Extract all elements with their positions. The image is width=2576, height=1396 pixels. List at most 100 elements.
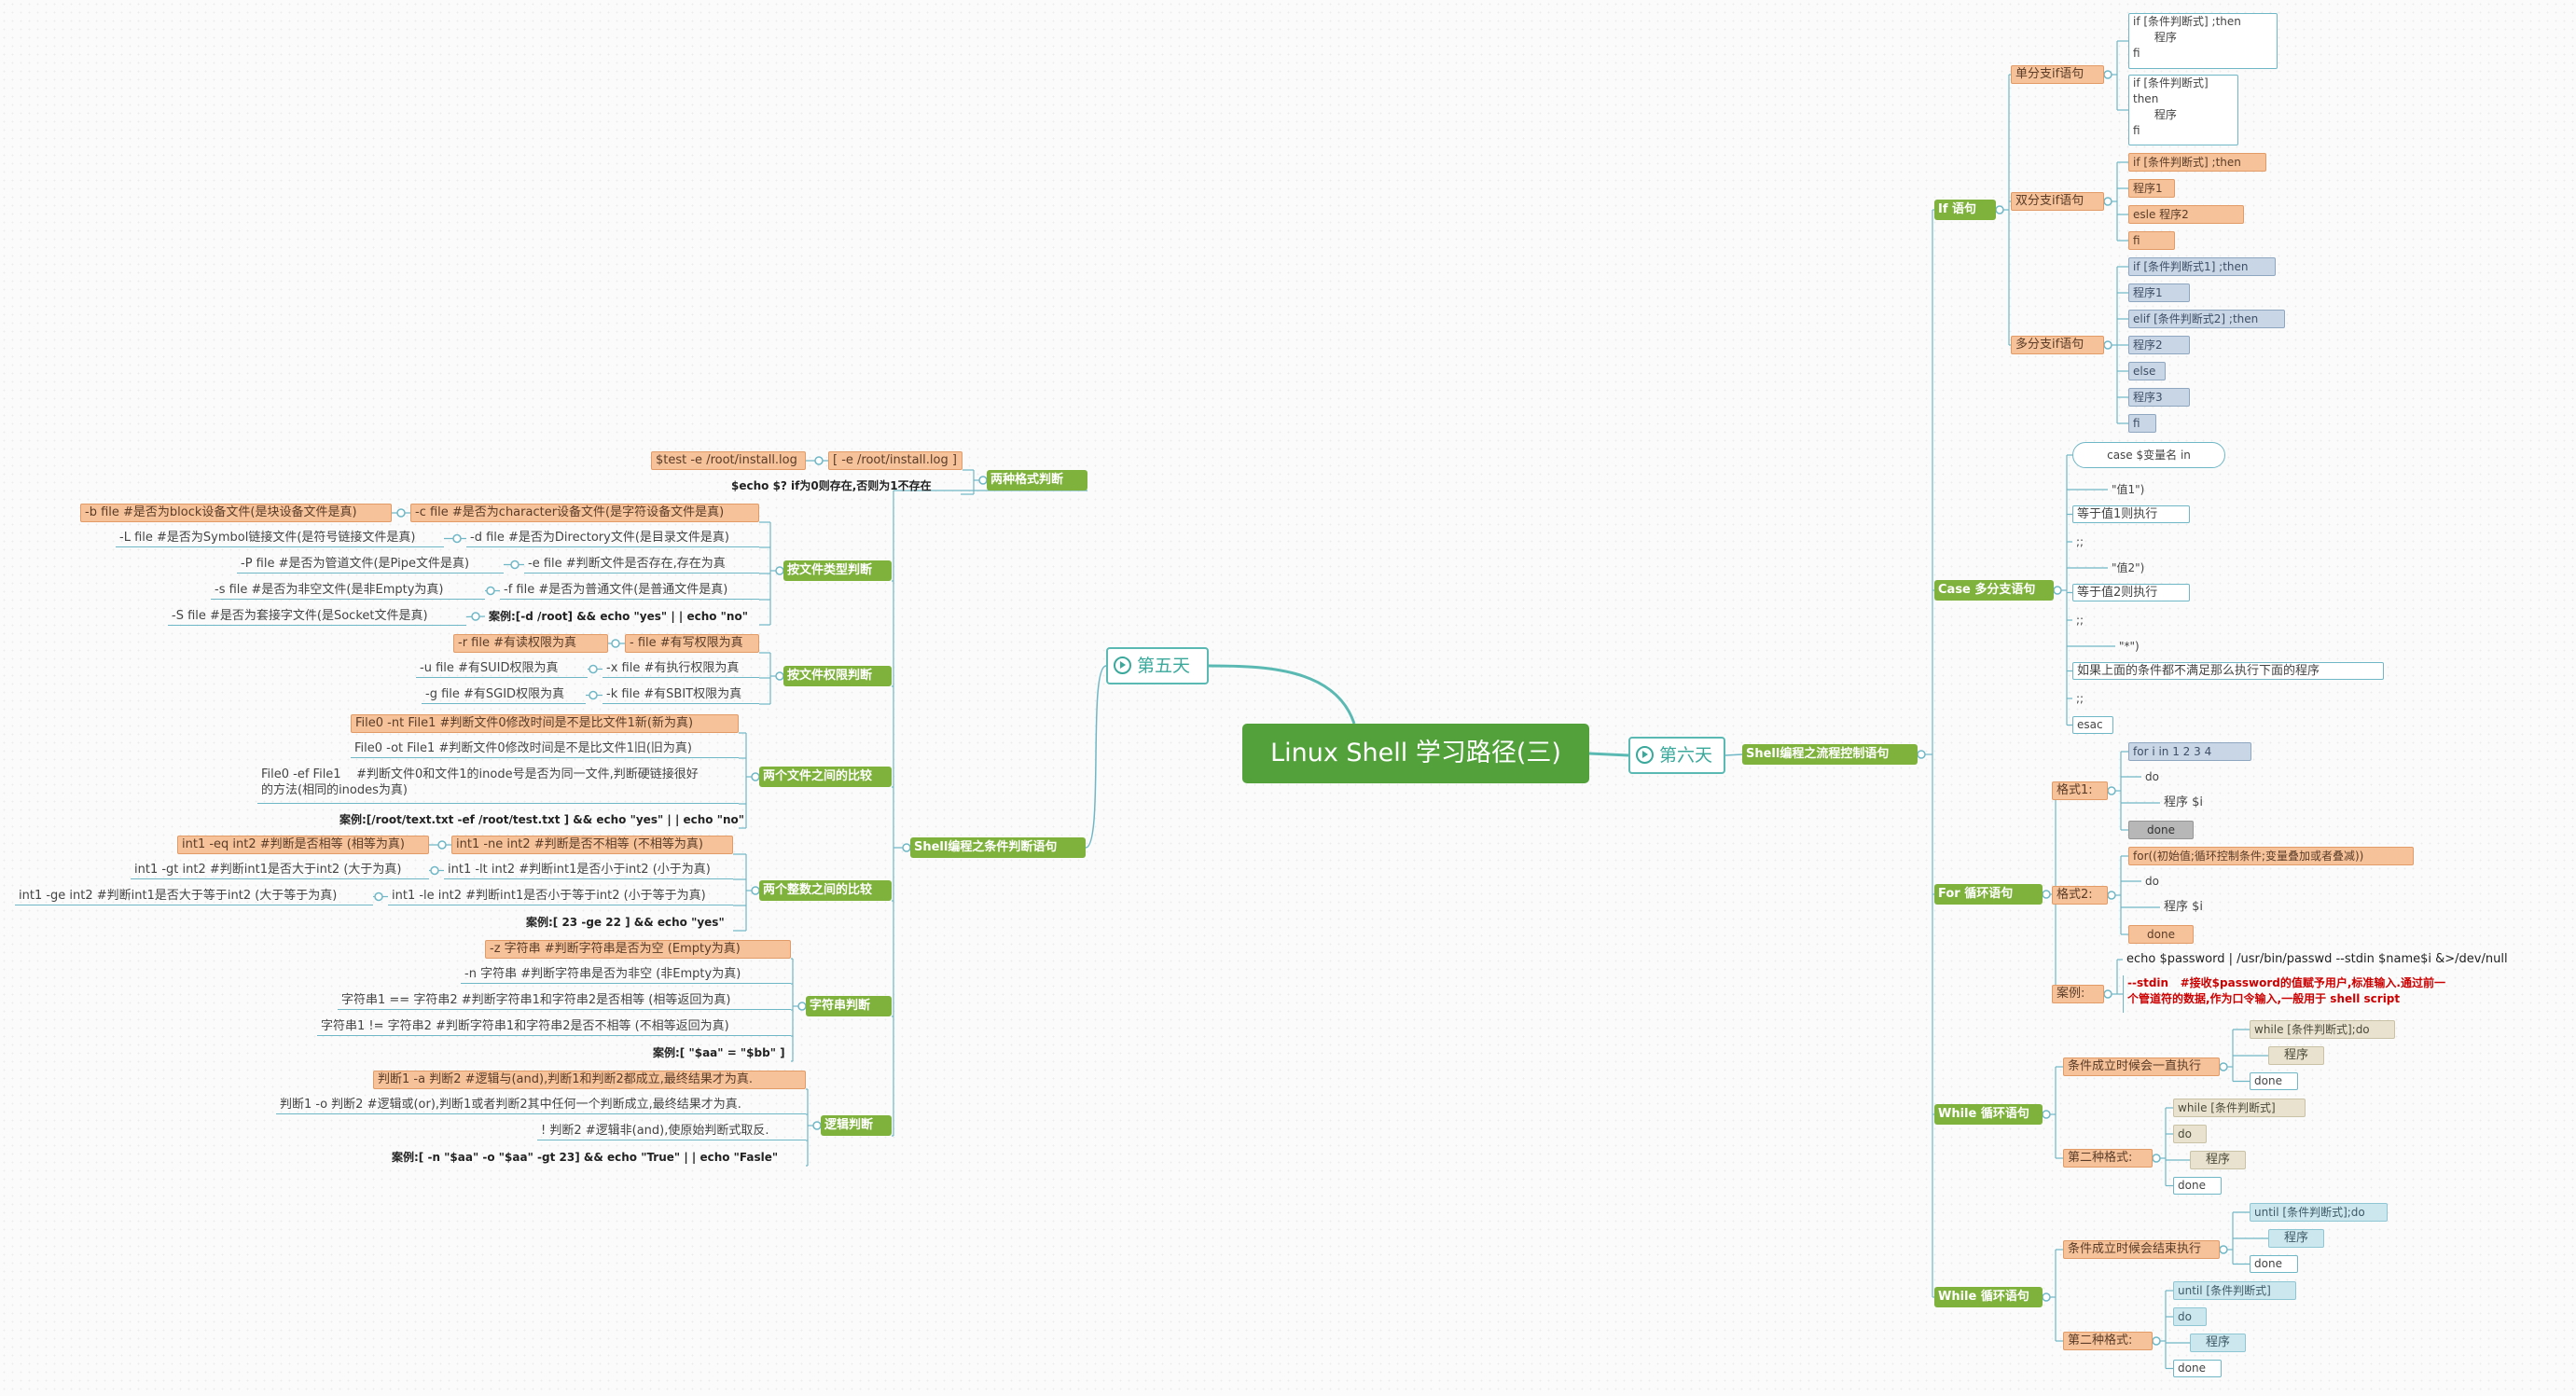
node-case-v1[interactable]: "值1") <box>2112 483 2145 496</box>
collapse-dot[interactable] <box>2042 1292 2051 1302</box>
node-n[interactable]: -n 字符串 #判断字符串是否为非空 (非Empty为真) <box>461 966 791 984</box>
node-str-ne[interactable]: 字符串1 != 字符串2 #判断字符串1和字符串2是否不相等 (不相等返回为真) <box>317 1018 791 1036</box>
collapse-dot[interactable] <box>2107 891 2116 900</box>
node-for-example[interactable]: 案例: <box>2052 985 2104 1003</box>
node-multi-if-2[interactable]: 程序1 <box>2128 283 2190 302</box>
node-c-file[interactable]: -c file #是否为character设备文件(是字符设备文件是真) <box>410 504 759 522</box>
node-case-sep1[interactable]: ;; <box>2076 535 2084 548</box>
node-w-file[interactable]: - file #有写权限为真 <box>625 634 759 653</box>
collapse-dot[interactable] <box>471 612 480 621</box>
node-while-done1[interactable]: done <box>2250 1072 2298 1090</box>
node-ge[interactable]: int1 -ge int2 #判断int1是否大于等于int2 (大于等于为真) <box>15 888 373 905</box>
collapse-dot[interactable] <box>2103 197 2112 206</box>
collapse-dot[interactable] <box>374 892 383 902</box>
node-for-body2[interactable]: 程序 $i <box>2164 900 2204 914</box>
node-f-file[interactable]: -f file #是否为普通文件(是普通文件是真) <box>500 582 759 600</box>
node-two-ints-case[interactable]: 案例:[ 23 -ge 22 ] && echo "yes" <box>526 916 725 929</box>
node-g-file[interactable]: -g file #有SGID权限为真 <box>422 686 586 704</box>
collapse-dot[interactable] <box>814 456 824 465</box>
node-le[interactable]: int1 -le int2 #判断int1是否小于等于int2 (小于等于为真) <box>388 888 733 905</box>
branch-while[interactable]: While 循环语句 <box>1934 1104 2043 1125</box>
node-for-example-cmd[interactable]: echo $password | /usr/bin/passwd --stdin… <box>2126 952 2508 966</box>
node-case-default[interactable]: "*") <box>2119 640 2140 653</box>
node-for-done1[interactable]: done <box>2128 821 2194 839</box>
node-for-format1[interactable]: 格式1: <box>2052 781 2108 800</box>
collapse-dot[interactable] <box>510 560 519 570</box>
node-single-if-form2[interactable]: if [条件判断式] then 程序 fi <box>2128 75 2238 145</box>
collapse-dot[interactable] <box>2103 989 2112 999</box>
collapse-dot[interactable] <box>430 865 439 876</box>
node-echo-status[interactable]: $echo $? if为0则存在,否则为1不存在 <box>731 479 932 492</box>
node-b-file[interactable]: -b file #是否为block设备文件(是块设备文件是真) <box>80 504 392 522</box>
node-while-do2[interactable]: do <box>2173 1125 2207 1143</box>
node-until-head1[interactable]: until [条件判断式];do <box>2250 1203 2388 1222</box>
node-for-c-style[interactable]: for((初始值;循环控制条件;变量叠加或者叠减)) <box>2128 847 2414 865</box>
node-case-head[interactable]: case $变量名 in <box>2072 442 2225 468</box>
node-bracket-e[interactable]: [ -e /root/install.log ] <box>828 451 963 470</box>
node-until-body2[interactable]: 程序 <box>2190 1334 2246 1352</box>
collapse-dot[interactable] <box>2053 586 2062 595</box>
node-case-esac[interactable]: esac <box>2072 716 2113 734</box>
node-case-v2[interactable]: "值2") <box>2112 561 2145 574</box>
node-case-exec-default[interactable]: 如果上面的条件都不满足那么执行下面的程序 <box>2072 662 2384 680</box>
node-logic-not[interactable]: ! 判断2 #逻辑非(and),使原始判断式取反. <box>537 1123 806 1140</box>
node-multi-if-4[interactable]: 程序2 <box>2128 336 2190 354</box>
collapse-dot[interactable] <box>2107 786 2116 795</box>
branch-strings[interactable]: 字符串判断 <box>806 996 892 1016</box>
node-e-file[interactable]: -e file #判断文件是否存在,存在为真 <box>524 556 759 574</box>
collapse-dot[interactable] <box>486 586 495 596</box>
node-test-e[interactable]: $test -e /root/install.log <box>651 451 806 470</box>
node-u-file[interactable]: -u file #有SUID权限为真 <box>416 660 588 678</box>
node-double-if-2[interactable]: 程序1 <box>2128 179 2175 198</box>
node-x-file[interactable]: -x file #有执行权限为真 <box>602 660 759 678</box>
node-for-in[interactable]: for i in 1 2 3 4 <box>2128 742 2251 761</box>
node-s-file[interactable]: -s file #是否为非空文件(是非Empty为真) <box>211 582 485 600</box>
node-until-done2[interactable]: done <box>2173 1360 2222 1377</box>
node-d-file[interactable]: -d file #是否为Directory文件(是目录文件是真) <box>466 530 759 547</box>
node-while-body2[interactable]: 程序 <box>2190 1151 2246 1169</box>
node-until-body1[interactable]: 程序 <box>2268 1229 2324 1248</box>
node-L-file[interactable]: -L file #是否为Symbol链接文件(是符号链接文件是真) <box>116 530 444 547</box>
collapse-dot[interactable] <box>2042 1110 2051 1119</box>
node-str-eq[interactable]: 字符串1 == 字符串2 #判断字符串1和字符串2是否相等 (相等返回为真) <box>338 992 791 1010</box>
node-multi-if[interactable]: 多分支if语句 <box>2011 336 2104 354</box>
node-until-form2[interactable]: 第二种格式: <box>2063 1332 2153 1350</box>
node-P-file[interactable]: -P file #是否为管道文件(是Pipe文件是真) <box>237 556 504 574</box>
node-case-sep2[interactable]: ;; <box>2076 614 2084 627</box>
node-single-if[interactable]: 单分支if语句 <box>2011 65 2104 84</box>
node-ot[interactable]: File0 -ot File1 #判断文件0修改时间是不是比文件1旧(旧为真) <box>351 740 739 758</box>
root-topic[interactable]: Linux Shell 学习路径(三) <box>1242 724 1589 783</box>
collapse-dot[interactable] <box>2219 1062 2228 1071</box>
node-file-type-case[interactable]: 案例:[-d /root] && echo "yes" | | echo "no… <box>489 610 748 623</box>
collapse-dot[interactable] <box>2103 340 2112 350</box>
node-nt[interactable]: File0 -nt File1 #判断文件0修改时间是不是比文件1新(新为真) <box>351 714 739 733</box>
node-r-file[interactable]: -r file #有读权限为真 <box>453 634 608 653</box>
node-for-do1[interactable]: do <box>2145 770 2159 783</box>
branch-flow-control[interactable]: Shell编程之流程控制语句 <box>1742 744 1918 765</box>
node-while-form1[interactable]: 条件成立时候会一直执行 <box>2063 1057 2220 1076</box>
collapse-dot[interactable] <box>396 508 406 518</box>
collapse-dot[interactable] <box>2152 1154 2161 1163</box>
node-for-do2[interactable]: do <box>2145 875 2159 888</box>
branch-if[interactable]: If 语句 <box>1934 200 1996 220</box>
node-for-done2[interactable]: done <box>2128 925 2194 944</box>
node-double-if-3[interactable]: esle 程序2 <box>2128 205 2244 224</box>
node-while-body1[interactable]: 程序 <box>2268 1046 2324 1065</box>
node-multi-if-7[interactable]: fi <box>2128 414 2156 433</box>
node-double-if[interactable]: 双分支if语句 <box>2011 192 2104 211</box>
topic-day-five[interactable]: 第五天 <box>1106 647 1209 684</box>
node-z[interactable]: -z 字符串 #判断字符串是否为空 (Empty为真) <box>485 940 791 959</box>
node-while-head1[interactable]: while [条件判断式];do <box>2250 1020 2395 1039</box>
collapse-dot[interactable] <box>2152 1336 2161 1346</box>
collapse-dot[interactable] <box>2042 890 2051 899</box>
node-lt[interactable]: int1 -lt int2 #判断int1是否小于int2 (小于为真) <box>444 862 733 879</box>
branch-until[interactable]: While 循环语句 <box>1934 1287 2043 1307</box>
node-multi-if-3[interactable]: elif [条件判断式2] ;then <box>2128 310 2285 328</box>
node-eq[interactable]: int1 -eq int2 #判断是否相等 (相等为真) <box>177 836 429 854</box>
node-gt[interactable]: int1 -gt int2 #判断int1是否大于int2 (大于为真) <box>131 862 429 879</box>
node-ne[interactable]: int1 -ne int2 #判断是否不相等 (不相等为真) <box>451 836 733 854</box>
node-while-done2[interactable]: done <box>2173 1177 2222 1195</box>
node-k-file[interactable]: -k file #有SBIT权限为真 <box>602 686 759 704</box>
node-while-head2[interactable]: while [条件判断式] <box>2173 1099 2306 1117</box>
node-for-example-note[interactable]: --stdin #接收$password的值赋予用户,标准输入.通过前一 个管道… <box>2123 975 2483 1013</box>
